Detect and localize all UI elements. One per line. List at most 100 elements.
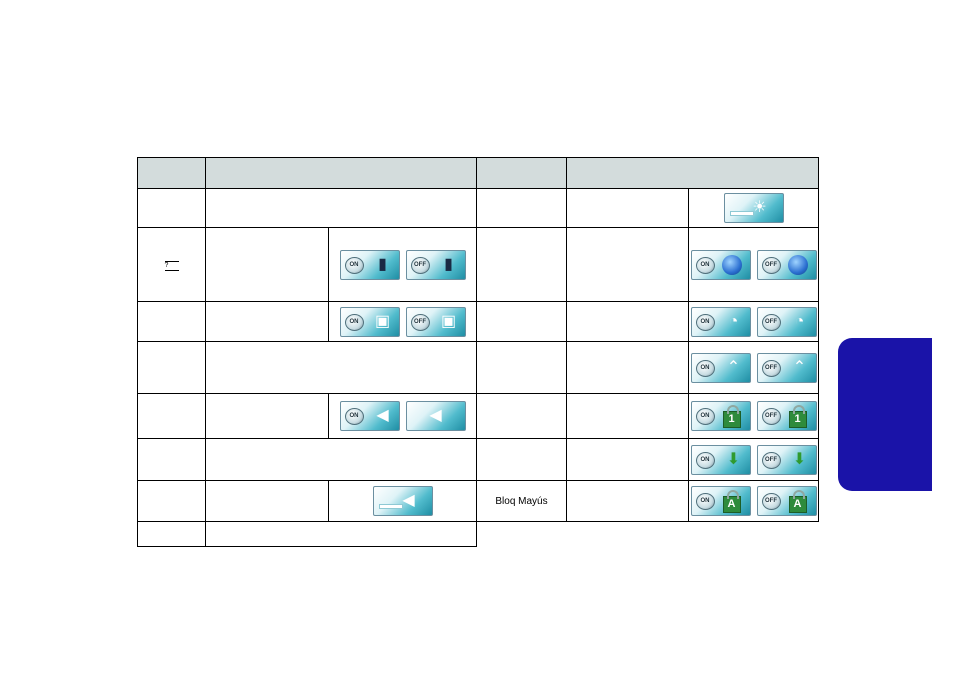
airplane-off-osd: OFF ⌃ (756, 352, 817, 383)
row3-right-osd: ON ◔ OFF ◔ (688, 301, 819, 342)
off-pill: OFF (761, 256, 781, 274)
capslock-on-osd: ON A (690, 486, 751, 516)
row7-right-desc (566, 480, 689, 522)
off-pill: OFF (761, 408, 781, 425)
row7-left-desc (205, 480, 329, 522)
row7-left-osd: ◀ (328, 480, 477, 522)
row7-right-osd: ON A OFF A (688, 480, 819, 522)
row4-left-key (137, 341, 206, 394)
table-row: ON ⬇ OFF ⬇ (137, 438, 819, 481)
table-row: ON ⌃ OFF ⌃ (137, 341, 819, 394)
row4-left-desc (205, 341, 477, 394)
touchpad-on-osd: ON ▣ (339, 306, 400, 337)
row1-right-desc (566, 188, 689, 228)
on-pill: ON (344, 408, 364, 425)
row6-right-osd: ON ⬇ OFF ⬇ (688, 438, 819, 481)
row1-right-key (476, 188, 567, 228)
row6-left-desc (205, 438, 477, 481)
row4-right-desc (566, 341, 689, 394)
on-pill: ON (344, 256, 364, 274)
row2-left-osd: ON ▮ OFF ▮ (328, 227, 477, 302)
row2-left-key: ? (137, 227, 206, 302)
row3-left-osd: ON ▣ OFF ▣ (328, 301, 477, 342)
table-row: ☀ (137, 188, 819, 228)
row3-left-key (137, 301, 206, 342)
wireless-antenna-icon: ⌃ (726, 358, 741, 376)
down-arrow-icon: ⬇ (726, 450, 741, 468)
row4-right-osd: ON ⌃ OFF ⌃ (688, 341, 819, 394)
row5-left-desc (205, 393, 329, 439)
on-pill: ON (695, 408, 715, 425)
row1-right-osd: ☀ (688, 188, 819, 228)
on-pill: ON (695, 359, 715, 377)
on-pill: ON (344, 313, 364, 331)
off-pill: OFF (410, 256, 430, 274)
brightness-osd: ☀ (723, 193, 784, 223)
touchpad-icon: ▣ (440, 312, 457, 330)
webcam-on-osd: ON (690, 249, 751, 280)
on-pill: ON (695, 493, 715, 510)
lock-icon: A (722, 490, 741, 513)
row5-right-key (476, 393, 567, 439)
capslock-off-osd: OFF A (756, 486, 817, 516)
table-row (137, 521, 819, 547)
scrolllock-on-osd: ON ⬇ (690, 444, 751, 475)
bluetooth-phone-icon: ▮ (444, 255, 453, 273)
table-row: ON ◀ ◀ ON 1 OFF 1 (137, 393, 819, 439)
row5-right-osd: ON 1 OFF 1 (688, 393, 819, 439)
hotkey-table: ☀ ? ON ▮ OFF ▮ ON OFF (137, 157, 819, 547)
key-glyph-icon: ? (164, 260, 179, 271)
bluetooth-phone-icon: ▮ (378, 255, 387, 273)
wireless-antenna-icon: ⌃ (792, 358, 807, 376)
on-pill: ON (695, 256, 715, 274)
row6-left-key (137, 438, 206, 481)
off-pill: OFF (410, 313, 430, 331)
down-arrow-icon: ⬇ (792, 450, 807, 468)
off-pill: OFF (761, 313, 781, 331)
row3-right-key (476, 301, 567, 342)
row4-right-key (476, 341, 567, 394)
table-header-row (137, 157, 819, 189)
row2-left-desc (205, 227, 329, 302)
bluetooth-on-osd: ON ▮ (339, 249, 400, 280)
globe-camera-icon (721, 254, 742, 275)
speaker-mute-icon: ◀ (376, 407, 389, 424)
table-row: ON ▣ OFF ▣ ON ◔ OFF ◔ (137, 301, 819, 342)
lock-icon: 1 (788, 405, 807, 428)
table-row: ◀ Bloq Mayús ON A OFF A (137, 480, 819, 522)
speaker-volume-icon: ◀ (402, 492, 415, 509)
chapter-side-tab (838, 338, 932, 491)
volume-level-bar (378, 504, 403, 509)
header-hotkey-right (476, 157, 567, 189)
numlock-off-osd: OFF 1 (756, 401, 817, 431)
row1-left-key (137, 188, 206, 228)
wifi-icon: ◔ (728, 312, 739, 330)
wlan-on-osd: ON ◔ (690, 306, 751, 337)
mute-off-osd: ◀ (405, 401, 466, 431)
lock-icon: A (788, 490, 807, 513)
header-function-right (566, 157, 819, 189)
row1-left-desc (205, 188, 477, 228)
touchpad-icon: ▣ (374, 312, 391, 330)
row3-left-desc (205, 301, 329, 342)
row2-right-desc (566, 227, 689, 302)
touchpad-off-osd: OFF ▣ (405, 306, 466, 337)
globe-camera-icon (787, 254, 808, 275)
lock-icon: 1 (722, 405, 741, 428)
wlan-off-osd: OFF ◔ (756, 306, 817, 337)
off-pill: OFF (761, 359, 781, 377)
on-pill: ON (695, 313, 715, 331)
wifi-icon: ◔ (794, 312, 805, 330)
row2-right-osd: ON OFF (688, 227, 819, 302)
row5-left-key (137, 393, 206, 439)
header-hotkey-left (137, 157, 206, 189)
speaker-mute-icon: ◀ (429, 407, 442, 424)
row6-right-key (476, 438, 567, 481)
mute-on-osd: ON ◀ (339, 401, 400, 431)
table-row: ? ON ▮ OFF ▮ ON OFF (137, 227, 819, 302)
row8-left-key (137, 521, 206, 547)
row2-right-key (476, 227, 567, 302)
numlock-on-osd: ON 1 (690, 401, 751, 431)
row5-left-osd: ON ◀ ◀ (328, 393, 477, 439)
row6-right-desc (566, 438, 689, 481)
